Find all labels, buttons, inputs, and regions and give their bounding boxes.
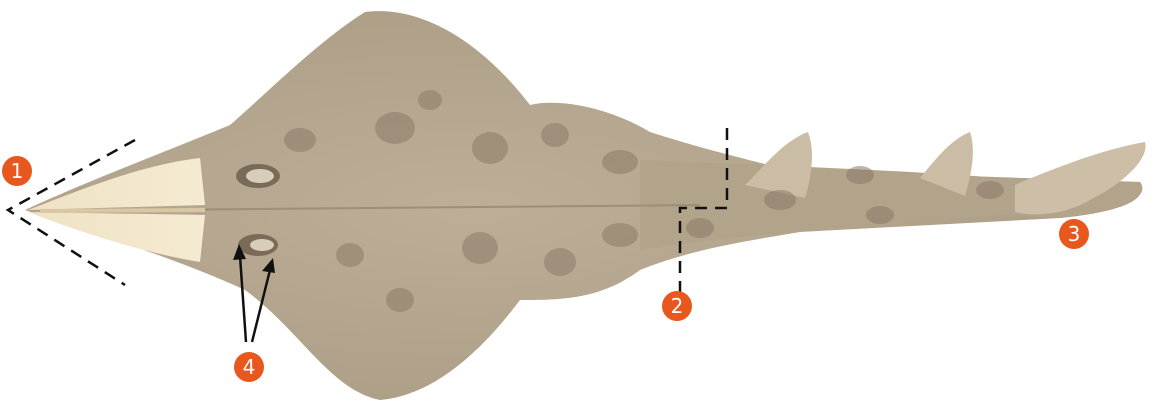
badge-4-label: 4 [243, 355, 256, 379]
badge-1: 1 [2, 156, 32, 186]
badge-2: 2 [662, 291, 692, 321]
ray-body [25, 11, 1146, 400]
badge-2-label: 2 [671, 294, 684, 318]
badge-4: 4 [234, 352, 264, 382]
badge-3: 3 [1059, 219, 1089, 249]
badge-1-label: 1 [11, 159, 24, 183]
badge-3-label: 3 [1068, 222, 1081, 246]
